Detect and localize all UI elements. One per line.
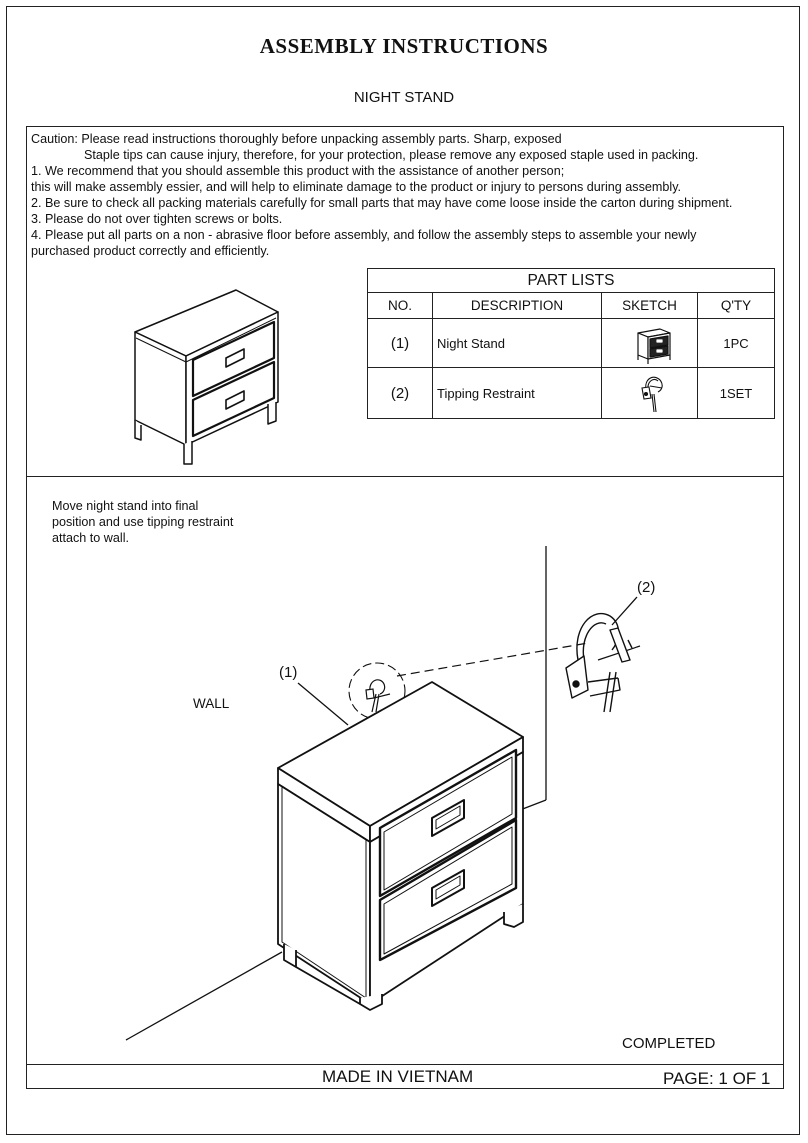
tipping-restraint-icon: [641, 376, 663, 413]
caution-text: Caution: Please read instructions thorou…: [31, 131, 776, 259]
column-header: DESCRIPTION: [432, 292, 602, 319]
table-row: (2) Tipping Restraint 1SET: [367, 367, 775, 419]
page-title: ASSEMBLY INSTRUCTIONS: [259, 34, 549, 58]
part-description: Tipping Restraint: [432, 367, 602, 419]
caution-line: this will make assembly essier, and will…: [31, 180, 682, 194]
caution-line: 3. Please do not over tighten screws or …: [31, 212, 283, 226]
part-list-title: PART LISTS: [367, 268, 775, 293]
column-header: Q'TY: [697, 292, 775, 319]
caution-line: 2. Be sure to check all packing material…: [31, 196, 733, 210]
footer-divider: [26, 1064, 784, 1065]
instruction-frame: [26, 126, 784, 1089]
section-divider: [26, 476, 784, 477]
callout-2-label: (2): [637, 579, 656, 596]
wall-label: WALL: [193, 696, 230, 711]
detail-restraint-small: [365, 679, 391, 713]
instruction-line: position and use tipping restraint: [52, 515, 234, 529]
instruction-line: Move night stand into final: [52, 499, 199, 513]
part-description: Night Stand: [432, 318, 602, 368]
nightstand-icon: [637, 328, 671, 364]
product-name: NIGHT STAND: [353, 89, 455, 106]
callout-2-leader: [611, 596, 638, 626]
page-number: PAGE: 1 OF 1: [663, 1069, 771, 1088]
part-number: (2): [367, 367, 433, 419]
nightstand-overview: [134, 289, 279, 465]
wall-lines: [125, 546, 547, 1041]
caution-line: 1. We recommend that you should assemble…: [31, 164, 565, 178]
nightstand-main: [277, 681, 524, 1011]
leader-dashed-line: [396, 642, 589, 677]
callout-1-label: (1): [279, 664, 298, 681]
instruction-line: attach to wall.: [52, 531, 130, 545]
caution-line: Staple tips can cause injury, therefore,…: [84, 148, 699, 162]
caution-line: 4. Please put all parts on a non - abras…: [31, 228, 697, 242]
column-header: NO.: [367, 292, 433, 319]
part-sketch: [601, 367, 698, 419]
step-instruction: Move night stand into final position and…: [52, 498, 302, 546]
part-list-header-row: NO. DESCRIPTION SKETCH Q'TY: [367, 292, 775, 319]
tipping-restraint-detail: [565, 612, 641, 713]
column-header: SKETCH: [601, 292, 698, 319]
table-row: (1) Night Stand 1PC: [367, 318, 775, 368]
part-quantity: 1SET: [697, 367, 775, 419]
caution-line: purchased product correctly and efficien…: [31, 244, 270, 258]
page-border: [6, 6, 800, 1135]
callout-1-leader: [297, 682, 349, 726]
made-in-label: MADE IN VIETNAM: [322, 1067, 474, 1086]
part-list-table: PART LISTS NO. DESCRIPTION SKETCH Q'TY (…: [367, 268, 775, 419]
caution-line: Caution: Please read instructions thorou…: [31, 132, 562, 146]
completed-label: COMPLETED: [622, 1035, 716, 1052]
